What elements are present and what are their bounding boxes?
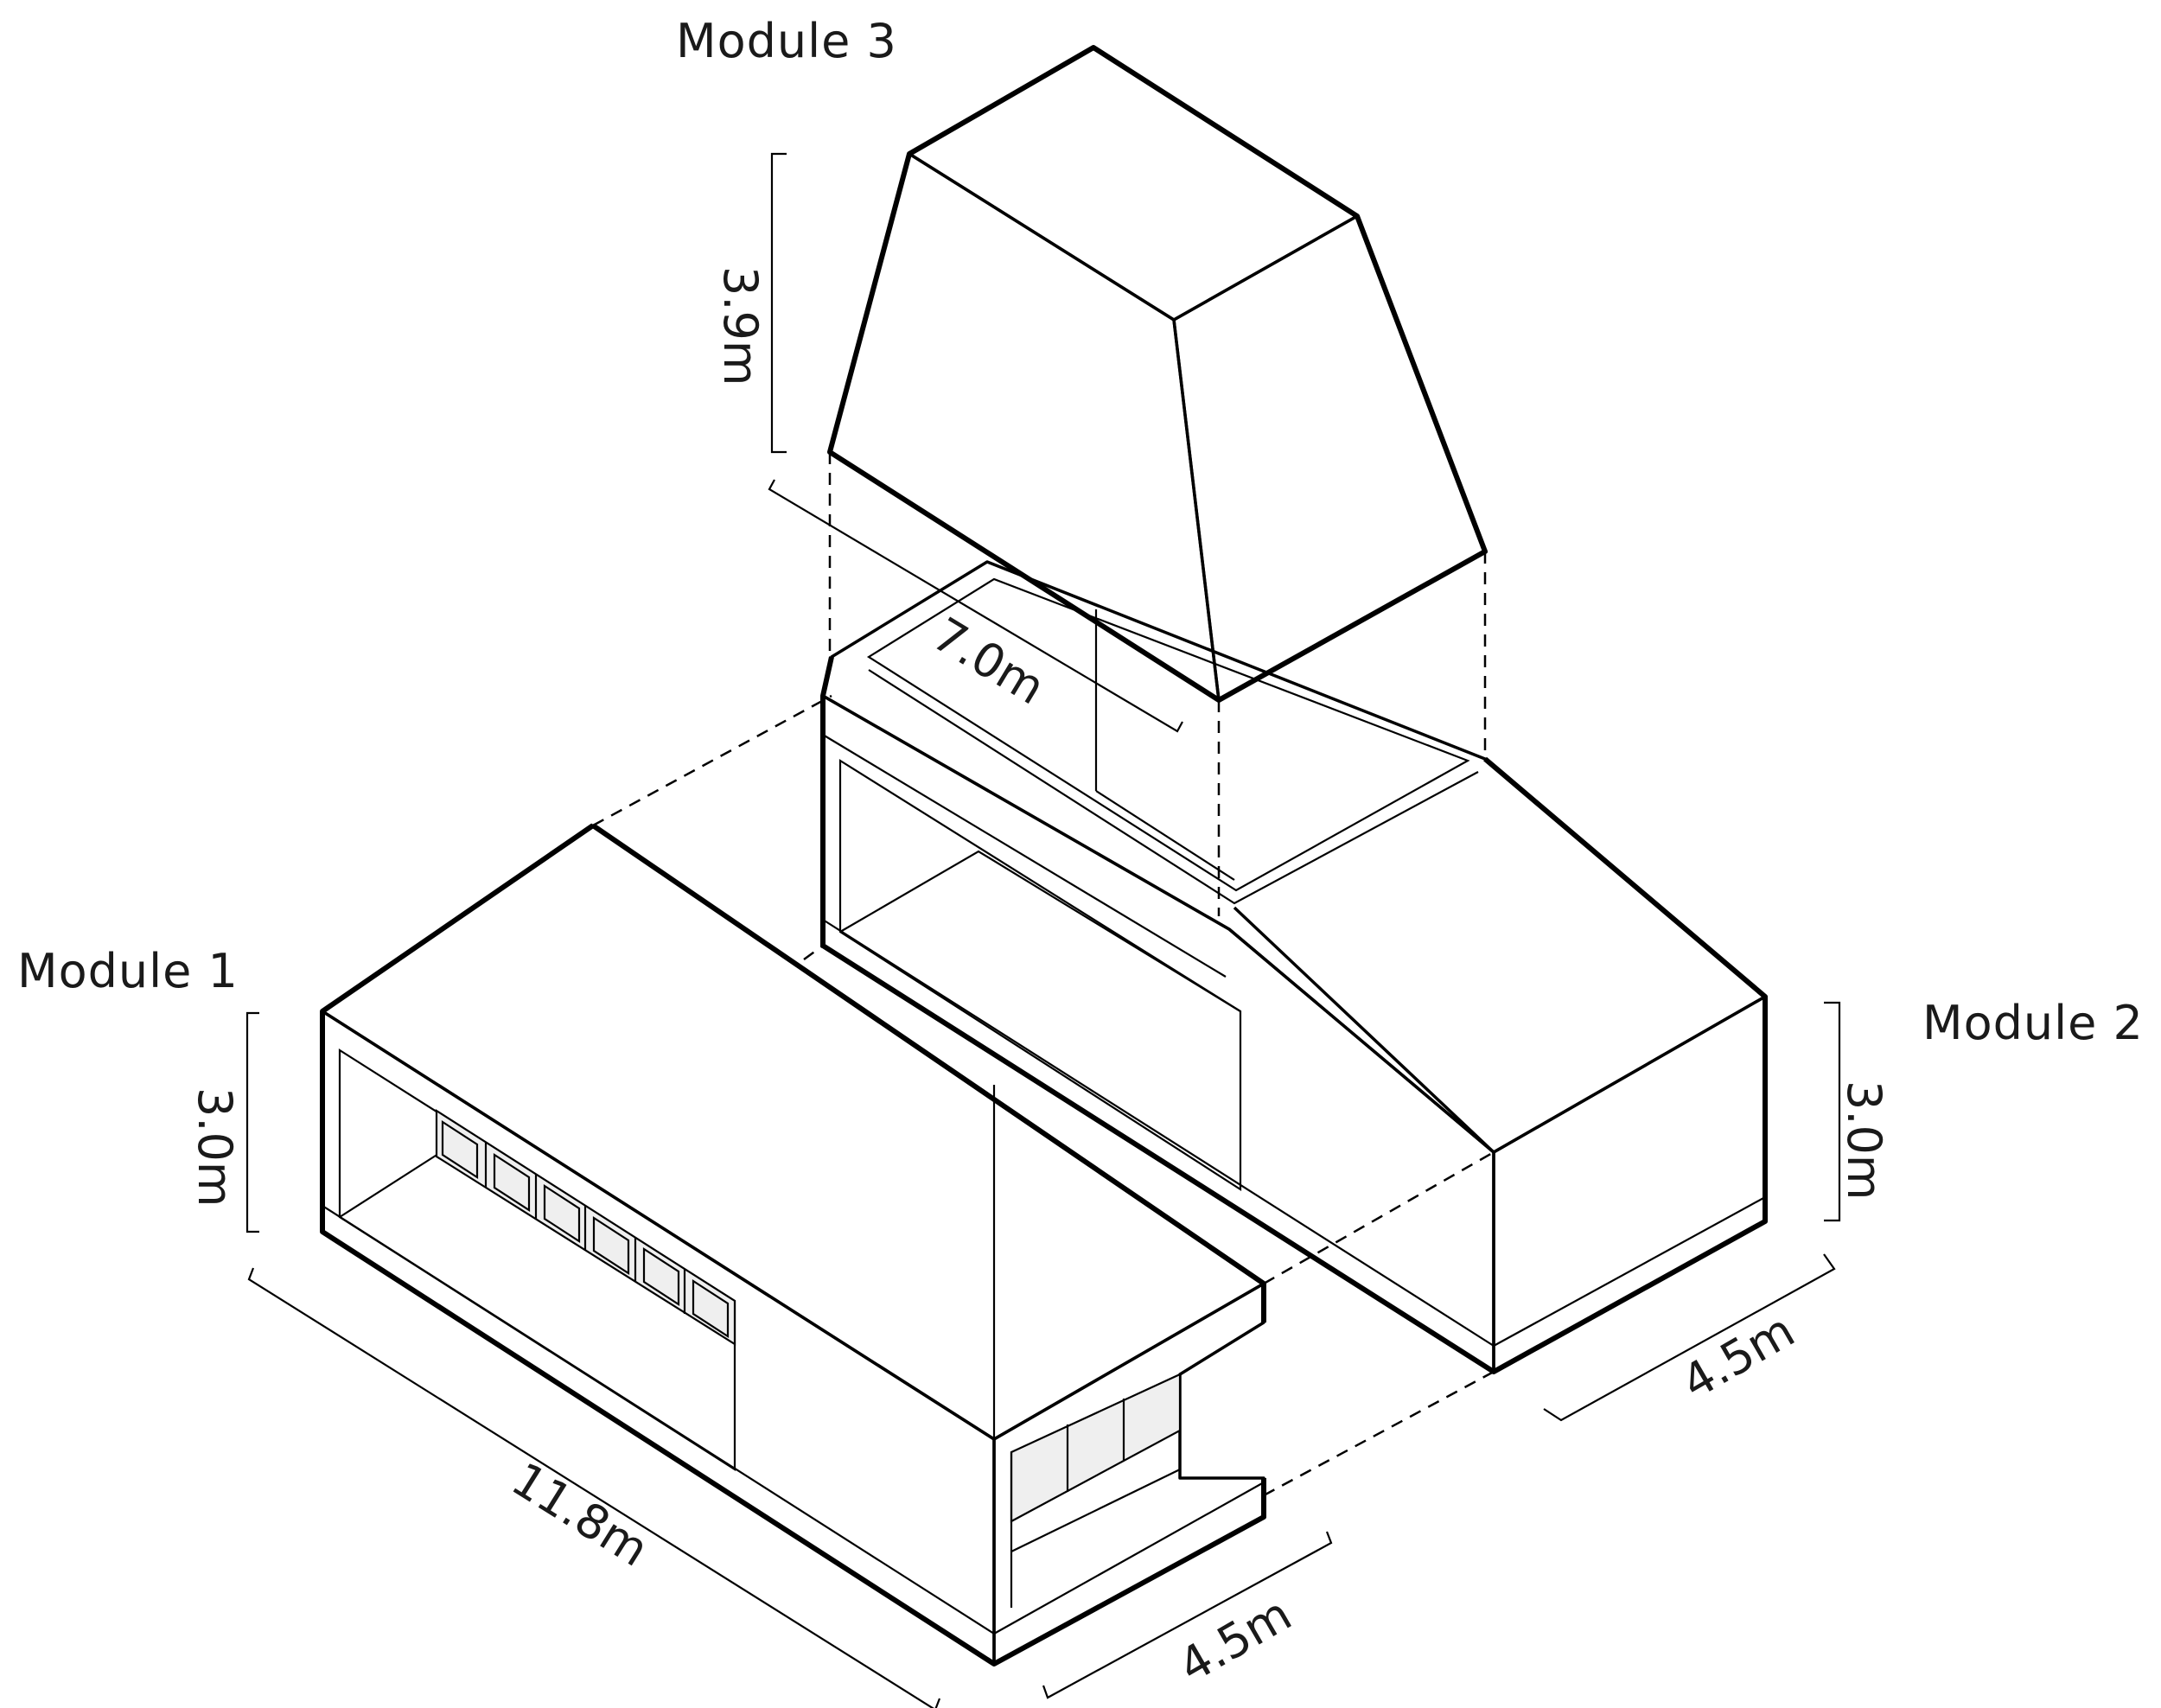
dimension-lines	[245, 152, 1841, 1708]
module-1-opening	[338, 1048, 736, 1472]
module-2-width-label: 4.5m	[1673, 1303, 1803, 1410]
module-2-opening	[838, 759, 1242, 1192]
module-1-volume	[320, 823, 1266, 1667]
module-3-length-label: 7.0m	[923, 607, 1054, 715]
module-1-clerestory-windows	[435, 1108, 736, 1346]
module-1-porch-windows	[1010, 1373, 1182, 1552]
module-2-volume	[820, 560, 1768, 1374]
module-2-long-face	[821, 694, 1495, 1373]
alignment-lines	[592, 452, 1495, 1497]
module-3-top-face	[908, 46, 1359, 322]
module-3-height-label: 3.9m	[713, 266, 768, 386]
module-3-title: Module 3	[676, 14, 897, 68]
module-2-roof	[821, 560, 1767, 1154]
module-1-long-face	[321, 1010, 996, 1666]
module-2-roof-recess	[866, 577, 1470, 892]
module-1-title: Module 1	[17, 944, 239, 998]
module-1-length-label: 11.8m	[502, 1452, 658, 1577]
module-3-right-face	[1172, 214, 1487, 702]
module-1-width-label: 4.5m	[1170, 1586, 1300, 1693]
module-2-height-label: 3.0m	[1837, 1080, 1891, 1200]
module-2-end-face	[1492, 995, 1767, 1373]
module-1-height-label: 3.0m	[188, 1087, 242, 1207]
module-3-volume	[827, 45, 1488, 703]
module-2-title: Module 2	[1922, 996, 2144, 1050]
